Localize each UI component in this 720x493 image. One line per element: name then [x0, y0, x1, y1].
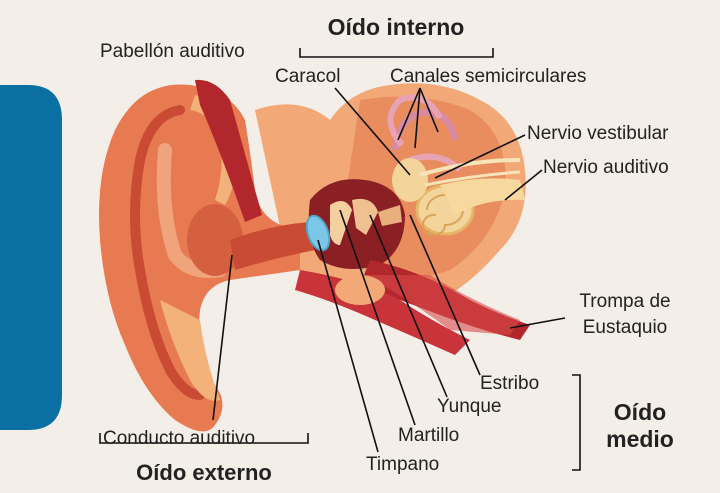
eustachian-label-2: Eustaquio: [583, 317, 668, 338]
pointer-lines: [99, 48, 581, 471]
eardrum-label: Timpano: [366, 454, 439, 475]
incus: [352, 198, 378, 235]
malleus-label: Martillo: [398, 425, 459, 446]
eardrum: [305, 214, 331, 252]
outer-ear-title: Oído externo: [136, 460, 272, 485]
ear-canal-label: Conducto auditivo: [103, 428, 255, 449]
side-tab: [0, 85, 62, 430]
middle-ear-title-1: Oído: [614, 399, 666, 425]
cochlea-label: Caracol: [275, 66, 340, 87]
auditory-nerve-label: Nervio auditivo: [543, 157, 669, 178]
semicircular-canals-label: Canales semicirculares: [390, 66, 586, 87]
inner-ear-title: Oído interno: [328, 14, 465, 40]
vestibular-nerve-label: Nervio vestibular: [527, 123, 669, 144]
pinna-label: Pabellón auditivo: [100, 41, 245, 62]
incus-label: Yunque: [437, 396, 501, 417]
eustachian-label-1: Trompa de: [579, 291, 670, 312]
ear-canal: [230, 222, 315, 270]
middle-ear-title-2: medio: [606, 426, 674, 452]
stapes: [378, 205, 402, 226]
stapes-label: Estribo: [480, 373, 539, 394]
malleus: [330, 201, 352, 245]
nerve-bundle: [440, 178, 525, 215]
